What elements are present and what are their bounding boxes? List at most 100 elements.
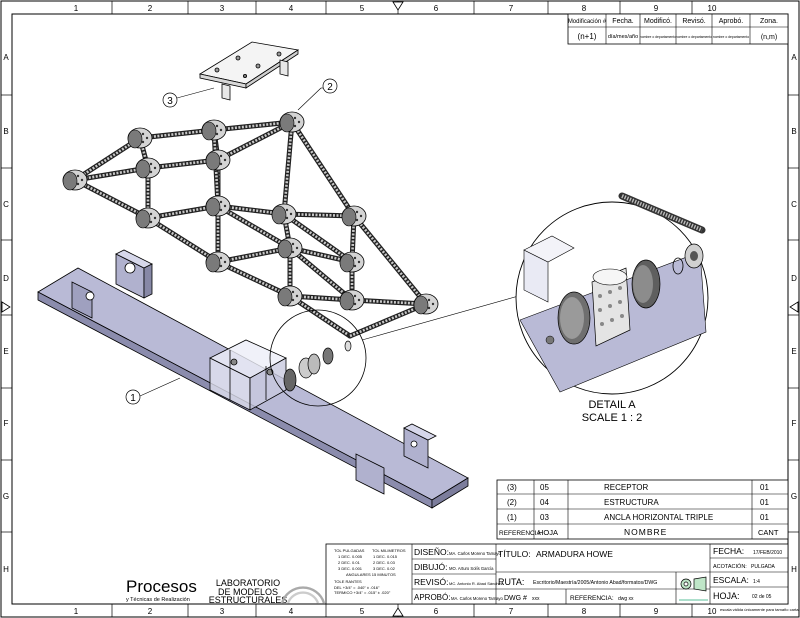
laboratory-logo: Procesos y Técnicas de Realización LABOR… — [126, 577, 326, 605]
truss-node-hole — [215, 132, 219, 136]
logo-lab-line: DE MODELOS — [218, 587, 278, 597]
truss-node-hole — [223, 158, 227, 162]
truss-node-hole — [291, 242, 295, 246]
acotacion-label: ACOTACIÓN: — [713, 563, 747, 570]
center-arrow-bottom-icon — [392, 607, 404, 617]
part-ref: (2) — [507, 498, 517, 507]
dwg-value: xxx — [532, 596, 540, 602]
parts-header-sheet: HOJA — [538, 528, 558, 537]
revision-header: Modificación # — [568, 19, 607, 25]
balloon-1-label: 1 — [130, 393, 136, 404]
truss-node-hole — [427, 298, 431, 302]
parts-list-table: (3) 05 RECEPTOR 01 (2) 04 ESTRUCTURA 01 … — [496, 479, 789, 540]
parts-header-qty: CANT — [758, 528, 779, 537]
revision-value: día/mes/año — [608, 34, 638, 40]
tol-limit: DEL +3/4" = .040" ± .016" — [334, 585, 380, 590]
row-label-left: E — [3, 347, 8, 356]
fecha-value: 17/FEB/2010 — [753, 550, 782, 556]
truss-bar-thread — [213, 120, 293, 132]
truss-node-disk — [339, 253, 355, 273]
tol-mm-row: 3 DEC. 0.02 — [373, 566, 396, 571]
pin-assembly-small — [283, 340, 352, 392]
tol-in-row: 2 DEC. 0.01 — [338, 560, 361, 565]
truss-node-disk — [413, 295, 429, 315]
truss-node-hole — [149, 170, 153, 174]
part-sheet: 04 — [540, 498, 549, 507]
col-label-top: 9 — [654, 4, 659, 13]
parts-header-name: NOMBRE — [624, 527, 667, 537]
reviso-value: MC. Antonio R. Abad Sánchez — [449, 581, 503, 586]
truss-bar-thread — [289, 294, 351, 338]
truss-node-hole — [355, 218, 359, 222]
truss-node-disk — [135, 209, 151, 229]
truss-node-disk — [135, 159, 151, 179]
col-label-top: 10 — [708, 4, 717, 13]
ruta-value: Escritorio/Maestría/2005/Antonio Abad/fo… — [533, 580, 657, 586]
truss-node-hole — [357, 260, 361, 264]
detail-a-view — [515, 192, 709, 395]
col-label-top: 7 — [509, 4, 514, 13]
col-label-top: 8 — [582, 4, 587, 13]
truss-node-hole — [141, 132, 145, 136]
truss-node-disk — [341, 207, 357, 227]
truss-node-disk — [205, 151, 221, 171]
logo-lab-line: LABORATORIO — [216, 578, 280, 588]
truss-node-hole — [76, 182, 80, 186]
row-label-left: H — [3, 565, 9, 574]
projection-symbol-icon — [679, 576, 708, 601]
col-label-top: 2 — [148, 4, 153, 13]
tol-angular: ANGULARES 15 MINUTOS — [346, 572, 396, 577]
col-label-bottom: 6 — [434, 607, 439, 616]
hoja-label: HOJA: — [713, 591, 740, 601]
truss-node-hole — [76, 174, 80, 178]
truss-node-hole — [219, 200, 223, 204]
truss-node-hole — [295, 294, 299, 298]
truss-node-hole — [285, 208, 289, 212]
truss-node-hole — [431, 302, 435, 306]
row-label-left: C — [3, 200, 9, 209]
truss-node-hole — [291, 250, 295, 254]
col-label-bottom: 9 — [654, 607, 659, 616]
truss-node-hole — [145, 136, 149, 140]
dibujo-value: MO. Arturo Solís García — [449, 566, 494, 571]
acotacion-value: PULGADA — [751, 564, 776, 570]
title-block: TOL PULGADAS TOL MILIMETROS 1 DEC. 0.005… — [325, 543, 799, 612]
truss-bar — [215, 203, 293, 251]
truss-node-disk — [62, 171, 78, 191]
truss-node-hole — [293, 124, 297, 128]
dwg-label: DWG # — [504, 595, 527, 602]
balloon-2: 2 — [297, 78, 338, 111]
logo-procesos: Procesos — [126, 577, 197, 596]
part-qty: 01 — [760, 483, 769, 492]
truss-node-hole — [215, 124, 219, 128]
tol-head-in: TOL PULGADAS — [334, 548, 365, 553]
detail-title: DETAIL A — [588, 399, 636, 411]
truss-node-hole — [219, 128, 223, 132]
col-label-bottom: 2 — [148, 607, 153, 616]
truss-node-hole — [219, 162, 223, 166]
truss-bar — [281, 211, 355, 265]
logo-arc-icon — [280, 586, 326, 604]
tol-limits-head: TOLE RANTES — [334, 579, 362, 584]
truss-bar — [347, 301, 429, 339]
col-label-top: 5 — [360, 4, 365, 13]
drawing-title: ARMADURA HOWE — [536, 549, 613, 559]
truss-node-hole — [355, 210, 359, 214]
titulo-label: TÍTULO: — [498, 549, 531, 559]
reviso-label: REVISÓ: — [414, 577, 448, 587]
truss-bar-thread — [217, 260, 291, 298]
revision-header: Zona. — [760, 18, 778, 25]
truss-node-hole — [357, 298, 361, 302]
col-label-bottom: 4 — [289, 607, 294, 616]
part-ref: (1) — [507, 513, 517, 522]
truss-node-disk — [271, 205, 287, 225]
row-label-right: D — [791, 274, 797, 283]
fecha-label: FECHA: — [713, 546, 744, 556]
diseno-label: DISEÑO: — [414, 547, 449, 557]
logo-lab-line: ESTRUCTURALES — [209, 595, 288, 605]
dibujo-label: DIBUJÓ: — [414, 562, 448, 572]
truss-node-hole — [149, 162, 153, 166]
